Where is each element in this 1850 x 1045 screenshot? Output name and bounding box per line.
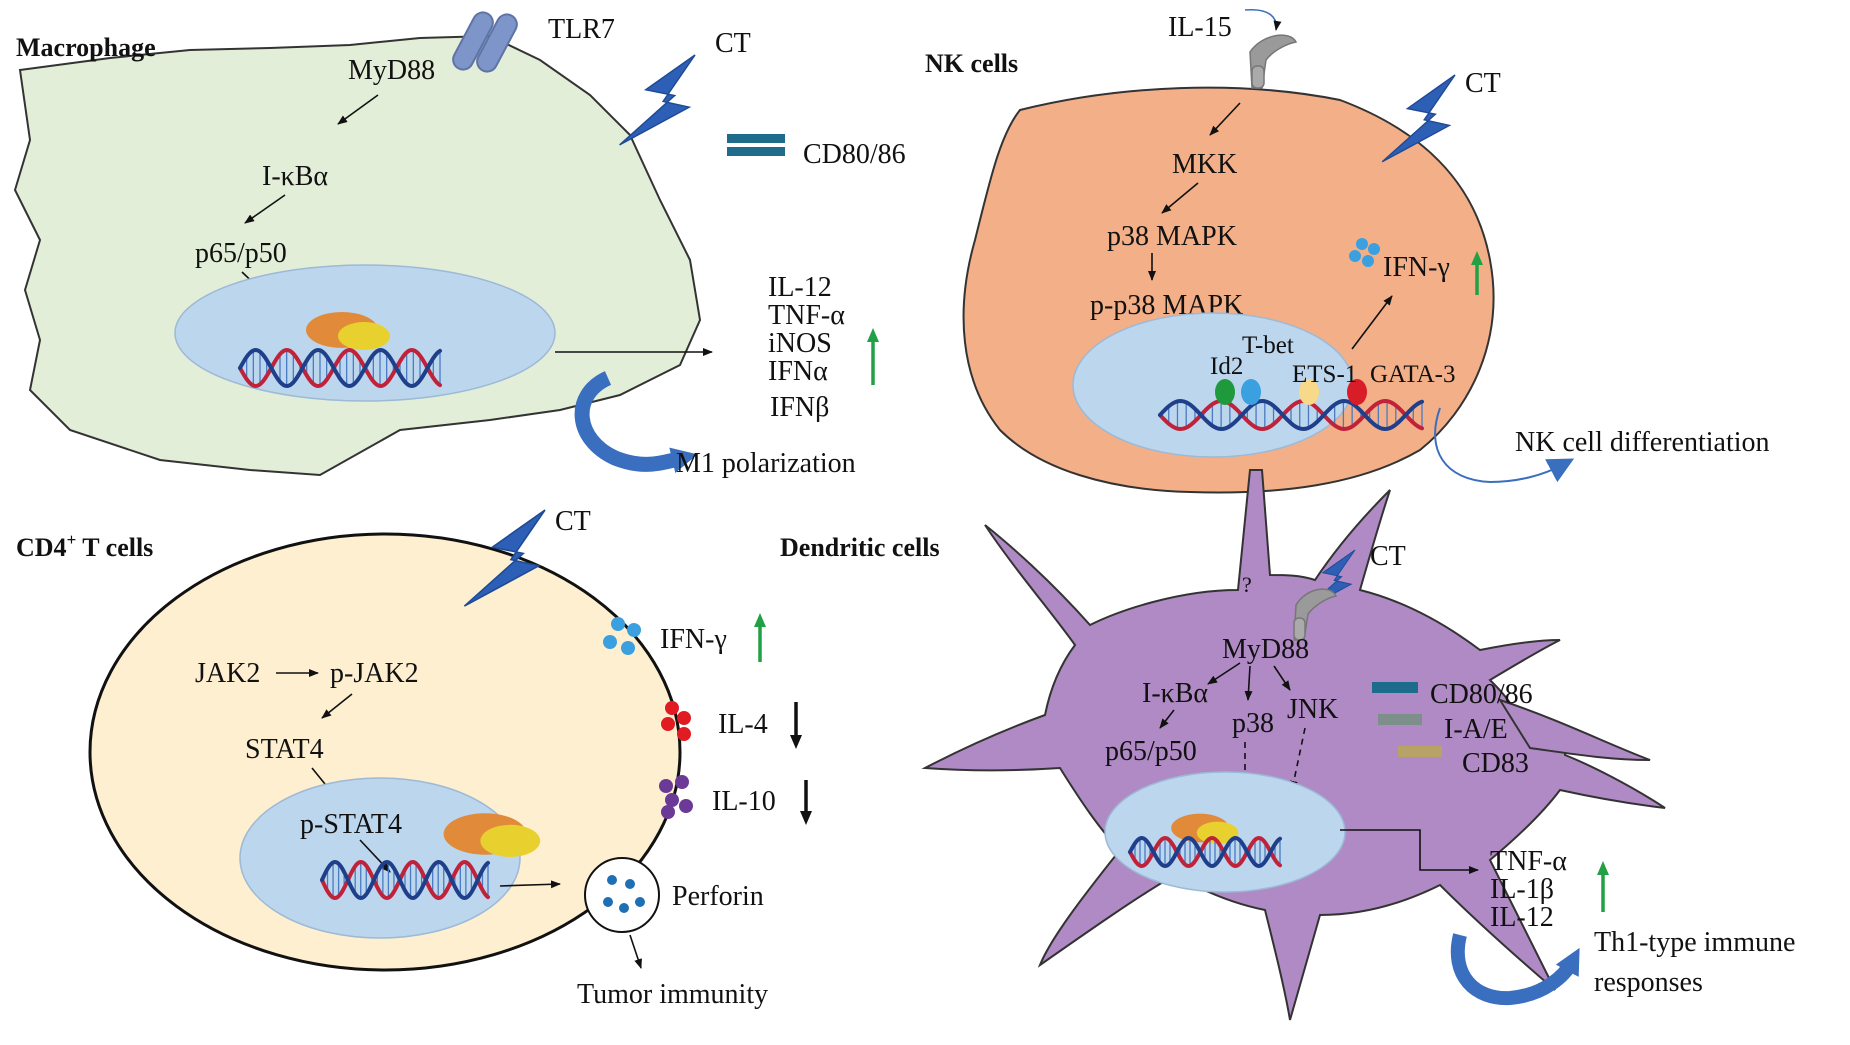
dc-output-il1b: IL-1β bbox=[1490, 874, 1554, 905]
dc-ikba-label: I-κBα bbox=[1142, 678, 1208, 709]
cd4-title: CD4+ T cells bbox=[16, 530, 153, 562]
tumor-immunity-label: Tumor immunity bbox=[577, 979, 768, 1010]
dc-p65-p50-label: p65/p50 bbox=[1105, 736, 1197, 767]
mkk-label: MKK bbox=[1172, 149, 1237, 180]
il10-dots-icon bbox=[659, 775, 693, 819]
il4-dots-icon bbox=[661, 701, 691, 741]
ets1-tf-icon bbox=[1299, 379, 1319, 405]
nk-panel: NK cells IL-15 CT MKK p38 MAPK p-p38 MAP… bbox=[925, 8, 1770, 494]
dc-receptor-icon bbox=[1293, 588, 1338, 641]
cd80-86-label: CD80/86 bbox=[803, 139, 906, 170]
cd4-cell bbox=[88, 532, 682, 972]
il10-label: IL-10 bbox=[712, 786, 776, 817]
tbet-label: T-bet bbox=[1242, 332, 1294, 359]
jak2-label: JAK2 bbox=[195, 658, 260, 689]
th1-outcome-line1: Th1-type immune bbox=[1594, 927, 1795, 958]
macrophage-title: Macrophage bbox=[16, 33, 156, 62]
cd4-ifng-dots-icon bbox=[603, 617, 641, 655]
stat4-label: STAT4 bbox=[245, 734, 324, 765]
output-tnfa: TNF-α bbox=[768, 300, 845, 331]
macrophage-cell bbox=[13, 34, 702, 477]
ets1-label: ETS-1 bbox=[1292, 361, 1357, 388]
nk-ifng-label: IFN-γ bbox=[1383, 252, 1450, 283]
dc-jnk-label: JNK bbox=[1287, 694, 1338, 725]
th1-outcome-line2: responses bbox=[1594, 967, 1703, 998]
cd80-86-marker-icon bbox=[727, 134, 785, 156]
gata3-label: GATA-3 bbox=[1370, 361, 1456, 388]
dc-cd83-label: CD83 bbox=[1462, 748, 1529, 779]
tbet-tf-icon bbox=[1241, 379, 1261, 405]
tlr7-receptor-icon bbox=[452, 11, 518, 73]
output-inos: iNOS bbox=[768, 328, 832, 359]
cd4-panel: CD4+ T cells CT JAK2 p-JAK2 STAT4 p-STAT… bbox=[16, 506, 812, 1010]
dc-iae-label: I-A/E bbox=[1444, 714, 1508, 745]
dc-dna-helix-icon bbox=[1128, 835, 1282, 869]
pstat4-label: p-STAT4 bbox=[300, 809, 402, 840]
nk-dna-helix-icon bbox=[1158, 398, 1424, 432]
dc-cd80-86-marker-icon bbox=[1372, 682, 1418, 693]
id2-tf-icon bbox=[1215, 379, 1235, 405]
output-il12: IL-12 bbox=[768, 272, 832, 303]
il15-receptor-icon bbox=[1249, 34, 1298, 89]
nk-curved-arrow-icon bbox=[1434, 407, 1575, 484]
dc-cd80-86-label: CD80/86 bbox=[1430, 679, 1533, 710]
output-ifnb: IFNβ bbox=[770, 392, 829, 423]
ikba-label: I-κBα bbox=[262, 161, 328, 192]
cd4-ct-label: CT bbox=[555, 506, 591, 537]
pjak2-label: p-JAK2 bbox=[330, 658, 419, 689]
dc-question-mark: ? bbox=[1242, 572, 1252, 597]
dc-curved-arrow-icon bbox=[1450, 933, 1580, 1006]
il4-label: IL-4 bbox=[718, 709, 768, 740]
dc-title: Dendritic cells bbox=[780, 533, 940, 562]
cd4-title-sup: + bbox=[67, 530, 77, 549]
perforin-vesicle bbox=[584, 857, 660, 933]
cd4-ifng-label: IFN-γ bbox=[660, 624, 727, 655]
il15-label: IL-15 bbox=[1168, 12, 1232, 43]
dc-iae-marker-icon bbox=[1378, 714, 1422, 725]
dc-myd88-label: MyD88 bbox=[1222, 634, 1309, 665]
dc-ct-label: CT bbox=[1370, 541, 1406, 572]
output-ifna: IFNα bbox=[768, 356, 828, 387]
nk-differentiation-label: NK cell differentiation bbox=[1515, 427, 1770, 458]
gata3-tf-icon bbox=[1347, 379, 1367, 405]
myd88-label: MyD88 bbox=[348, 55, 435, 86]
ct-bolt-icon bbox=[618, 54, 696, 146]
perforin-label: Perforin bbox=[672, 881, 764, 912]
p38-mapk-label: p38 MAPK bbox=[1107, 221, 1237, 252]
m1-polarization-label: M1 polarization bbox=[676, 448, 856, 479]
dc-output-tnfa: TNF-α bbox=[1490, 846, 1567, 877]
cd4-title-main: CD4 bbox=[16, 533, 67, 562]
cd4-title-rest: T cells bbox=[76, 533, 153, 562]
ifng-dots-icon bbox=[1349, 238, 1380, 267]
cd4-dna-helix-icon bbox=[320, 859, 490, 901]
nk-title: NK cells bbox=[925, 49, 1018, 78]
ct-label: CT bbox=[715, 28, 751, 59]
macrophage-panel: Macrophage TLR7 CT CD80/86 MyD88 I-κBα p… bbox=[13, 11, 906, 479]
p65-p50-label: p65/p50 bbox=[195, 238, 287, 269]
dc-cd83-marker-icon bbox=[1398, 746, 1442, 757]
dc-cell bbox=[921, 469, 1666, 1021]
dc-p38-label: p38 bbox=[1232, 708, 1274, 739]
perforin-dots-icon bbox=[603, 875, 645, 913]
cd4-nucleus bbox=[239, 777, 521, 939]
nk-ct-label: CT bbox=[1465, 68, 1501, 99]
tlr7-label: TLR7 bbox=[548, 14, 615, 45]
dc-output-il12: IL-12 bbox=[1490, 902, 1554, 933]
dna-helix-icon bbox=[238, 347, 442, 389]
curved-arrow-icon bbox=[574, 371, 698, 473]
dc-panel: Dendritic cells ? CT MyD88 I-κBα p38 JNK… bbox=[780, 469, 1795, 1021]
id2-label: Id2 bbox=[1210, 353, 1243, 380]
